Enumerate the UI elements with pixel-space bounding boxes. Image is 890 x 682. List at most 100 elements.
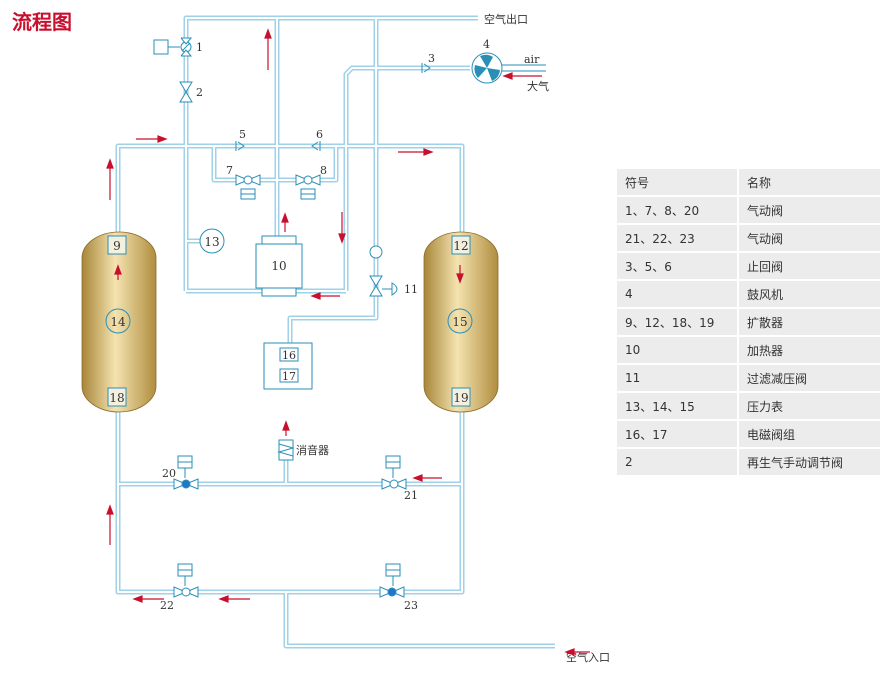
- arrow-up-4: [281, 212, 289, 232]
- arrow-left-4: [132, 595, 164, 603]
- pipe-left-down: [115, 400, 186, 595]
- valve-21: [381, 455, 407, 490]
- label-14: 14: [110, 315, 126, 329]
- label-20: 20: [162, 467, 176, 480]
- legend-symbol: 2: [617, 449, 739, 475]
- legend-symbol: 21、22、23: [617, 225, 739, 251]
- arrow-down-2: [456, 265, 464, 284]
- arrow-up-5: [282, 420, 290, 436]
- legend-header-row: 符号 名称: [617, 169, 880, 195]
- legend-symbol: 10: [617, 337, 739, 363]
- label-atmosphere: 大气: [527, 79, 549, 93]
- label-silencer: 消音器: [296, 443, 329, 457]
- label-22: 22: [160, 599, 174, 612]
- label-12: 12: [453, 239, 468, 253]
- arrow-left-3: [412, 474, 442, 482]
- label-3: 3: [428, 52, 435, 65]
- legend-symbol: 3、5、6: [617, 253, 739, 279]
- check-valve-6: [311, 141, 321, 151]
- label-2: 2: [196, 86, 203, 99]
- legend-symbol: 4: [617, 281, 739, 307]
- legend-header-symbol: 符号: [617, 169, 739, 195]
- arrow-left-2: [310, 292, 340, 300]
- tank-14: [81, 231, 157, 413]
- legend-name: 电磁阀组: [739, 421, 880, 447]
- pipe-right-down: [392, 400, 465, 595]
- pressure-gauge-13: 13: [199, 228, 225, 254]
- arrow-right-2: [398, 148, 434, 156]
- label-8: 8: [320, 164, 327, 177]
- label-7: 7: [226, 164, 233, 177]
- blower-4: [471, 52, 546, 84]
- label-air-in: 空气入口: [566, 650, 610, 664]
- legend-symbol: 16、17: [617, 421, 739, 447]
- label-16: 16: [282, 349, 296, 362]
- valve-2: [179, 81, 193, 103]
- legend-name: 气动阀: [739, 225, 880, 251]
- label-10: 10: [271, 259, 286, 273]
- label-air-out: 空气出口: [484, 12, 528, 26]
- pipe-solenoid: [287, 148, 379, 343]
- arrow-up-6: [106, 504, 114, 545]
- tank-right: 15 12 19: [423, 231, 499, 413]
- label-9: 9: [113, 239, 121, 253]
- legend-symbol: 11: [617, 365, 739, 391]
- arrow-up-2: [106, 158, 114, 200]
- label-air: air: [524, 53, 540, 66]
- legend-name: 扩散器: [739, 309, 880, 335]
- arrow-left-1: [502, 72, 542, 80]
- legend-symbol: 1、7、8、20: [617, 197, 739, 223]
- legend-name: 鼓风机: [739, 281, 880, 307]
- pipe-outlet: [183, 15, 478, 46]
- valve-8: [295, 174, 321, 200]
- legend-symbol: 13、14、15: [617, 393, 739, 419]
- label-23: 23: [404, 599, 418, 612]
- arrow-left-6: [564, 648, 590, 656]
- flow-arrows: [106, 28, 590, 656]
- valve-23: [379, 563, 405, 598]
- label-11: 11: [404, 283, 418, 296]
- valve-20: [173, 455, 199, 490]
- label-18: 18: [109, 391, 124, 405]
- label-1: 1: [196, 41, 203, 54]
- legend-name: 过滤减压阀: [739, 365, 880, 391]
- check-valve-3: [421, 63, 431, 73]
- solenoid-group: 16 17: [263, 342, 313, 390]
- legend-symbol: 9、12、18、19: [617, 309, 739, 335]
- label-19: 19: [453, 391, 468, 405]
- legend-name: 再生气手动调节阀: [739, 449, 880, 475]
- valve-11: [369, 245, 398, 297]
- valve-22: [173, 563, 199, 598]
- legend-header-name: 名称: [739, 169, 880, 195]
- tank-15: [423, 231, 499, 413]
- page-title: 流程图: [12, 10, 72, 34]
- valve-7: [235, 174, 261, 200]
- label-5: 5: [239, 128, 246, 141]
- arrow-right-1: [136, 135, 168, 143]
- label-15: 15: [452, 315, 467, 329]
- heater-10: 10: [255, 235, 303, 297]
- tank-left: 14 9 18: [81, 231, 157, 413]
- legend-name: 压力表: [739, 393, 880, 419]
- silencer: [277, 439, 295, 461]
- check-valve-5: [235, 141, 245, 151]
- label-6: 6: [316, 128, 323, 141]
- legend-name: 气动阀: [739, 197, 880, 223]
- legend-name: 加热器: [739, 337, 880, 363]
- label-21: 21: [404, 489, 418, 502]
- label-13: 13: [204, 235, 219, 249]
- arrow-left-5: [218, 595, 250, 603]
- arrow-up-1: [264, 28, 272, 70]
- pipe-inlet: [283, 592, 555, 649]
- label-4: 4: [483, 38, 490, 51]
